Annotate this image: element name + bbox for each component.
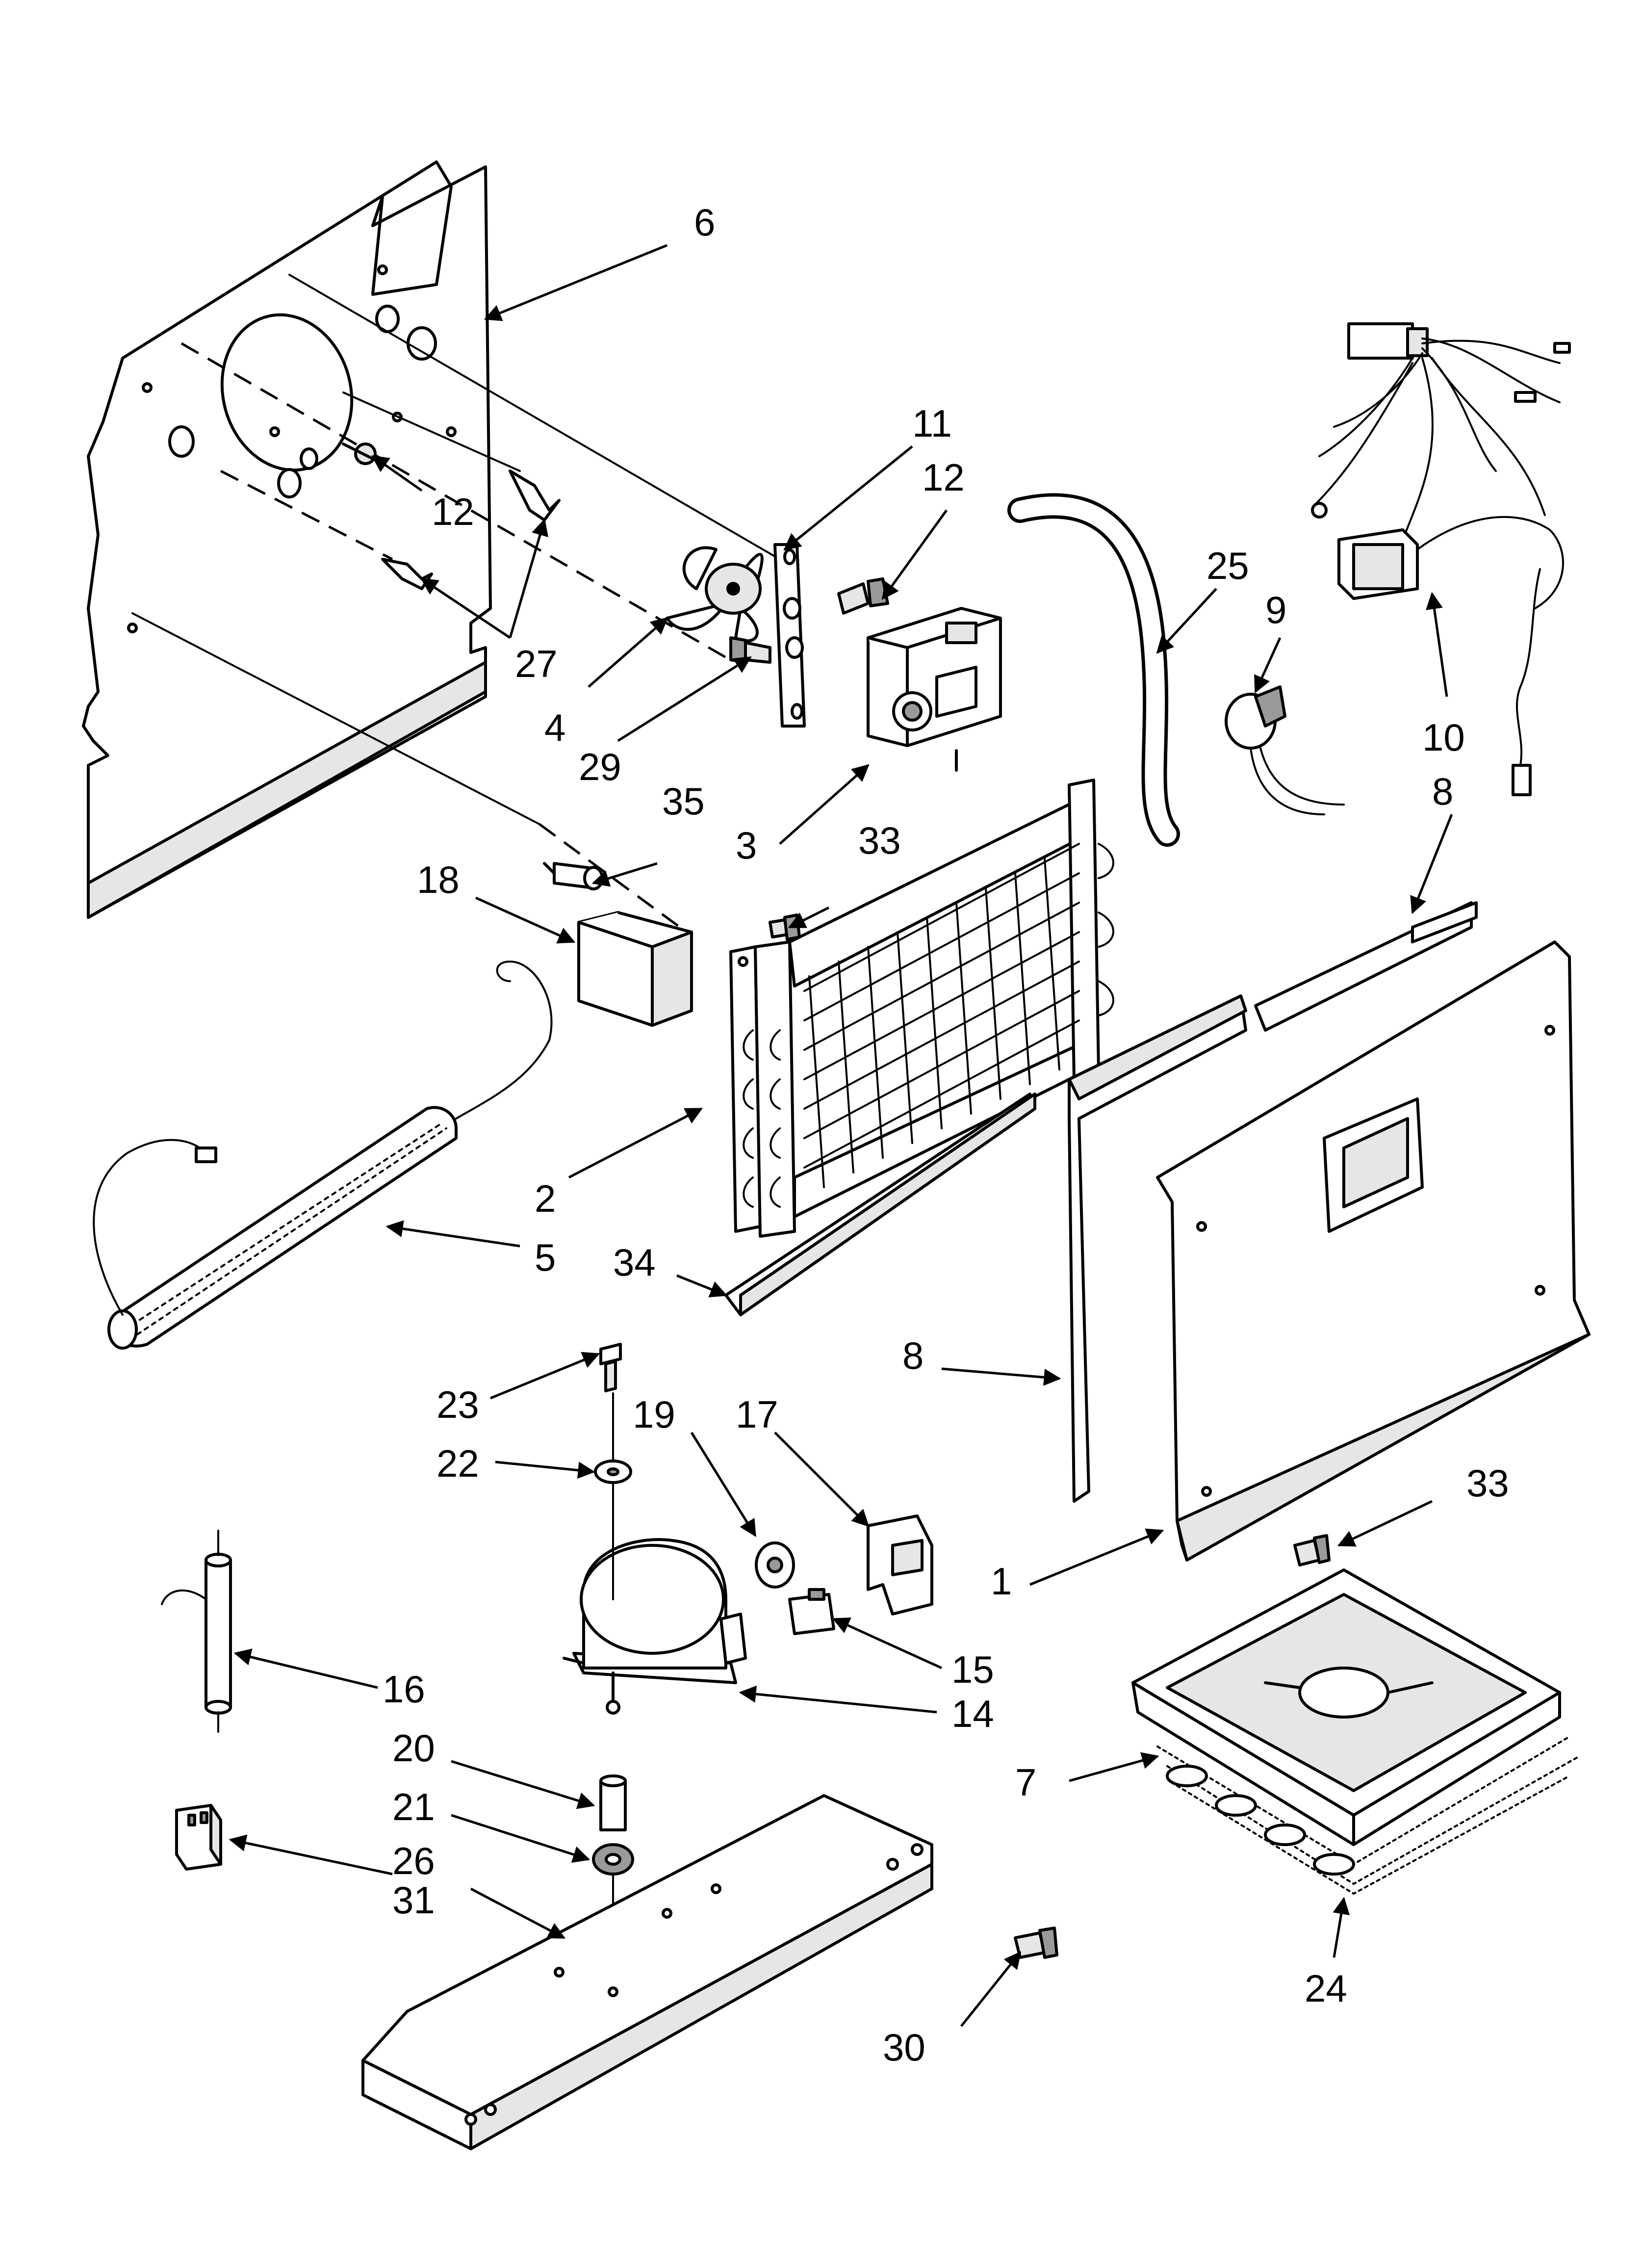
defrost-heater-part-5 bbox=[93, 960, 553, 1350]
start-capacitor-part-31 bbox=[175, 1804, 222, 1871]
screw-part-12-left bbox=[342, 443, 377, 465]
callout-27: 27 bbox=[515, 642, 558, 685]
evaporator-fins bbox=[803, 843, 1080, 1188]
base-plate-part-26 bbox=[361, 1794, 933, 2150]
callout-6: 6 bbox=[694, 201, 715, 244]
callout-16: 16 bbox=[383, 1668, 425, 1711]
side-panel-part-8-left bbox=[1068, 994, 1247, 1503]
sensor-part-35 bbox=[543, 862, 604, 890]
callout-23: 23 bbox=[436, 1383, 479, 1426]
fan-blade-part-4 bbox=[666, 546, 764, 643]
callout-11: 11 bbox=[912, 402, 952, 445]
callout-30: 30 bbox=[883, 2026, 925, 2069]
top-rail-part-8 bbox=[1254, 901, 1478, 1032]
compressor-part-14 bbox=[563, 1538, 747, 1715]
callout-35: 35 bbox=[662, 780, 705, 823]
callout-10: 10 bbox=[1422, 716, 1465, 759]
callout-leaders bbox=[229, 244, 1453, 2027]
callout-17: 17 bbox=[736, 1393, 778, 1436]
callout-12: 12 bbox=[922, 456, 965, 499]
callout-21: 21 bbox=[392, 1785, 435, 1828]
overload-part-19 bbox=[755, 1541, 795, 1589]
callout-8: 8 bbox=[1432, 770, 1453, 813]
callout-26: 26 bbox=[392, 1839, 435, 1882]
callout-33: 33 bbox=[858, 819, 901, 862]
callout-7: 7 bbox=[1015, 1761, 1036, 1804]
grommet-part-21 bbox=[592, 1843, 634, 1876]
callout-12: 12 bbox=[432, 490, 474, 533]
screw-part-33-top bbox=[769, 913, 801, 941]
callout-9: 9 bbox=[1265, 588, 1286, 631]
callout-19: 19 bbox=[633, 1393, 675, 1436]
trim-strip-part-34 bbox=[724, 1093, 1036, 1316]
callout-14: 14 bbox=[951, 1692, 994, 1735]
wire-clips-part-27 bbox=[381, 469, 561, 590]
motor-bracket-part-11 bbox=[773, 543, 806, 728]
callout-25: 25 bbox=[1206, 544, 1249, 587]
callout-8: 8 bbox=[902, 1334, 924, 1377]
callout-20: 20 bbox=[392, 1726, 435, 1770]
wire-harness-part-10 bbox=[1311, 322, 1571, 796]
callout-22: 22 bbox=[436, 1442, 479, 1485]
callout-18: 18 bbox=[417, 858, 460, 901]
pan-heater-part-24 bbox=[1156, 1736, 1580, 1895]
callout-24: 24 bbox=[1305, 1967, 1347, 2010]
callout-29: 29 bbox=[579, 745, 621, 788]
rear-panel-part-6 bbox=[82, 160, 492, 919]
cover-part-18 bbox=[577, 911, 693, 1027]
callout-4: 4 bbox=[544, 706, 565, 749]
front-panel-part-1 bbox=[1156, 940, 1591, 1562]
callout-2: 2 bbox=[535, 1177, 556, 1220]
screw-part-30 bbox=[1014, 1927, 1058, 1959]
screw-part-12-right bbox=[837, 577, 889, 615]
screw-part-33-bottom bbox=[1293, 1534, 1331, 1566]
defrost-thermostat-part-9 bbox=[1225, 685, 1345, 815]
drain-pan-part-7 bbox=[1131, 1568, 1561, 1846]
callout-15: 15 bbox=[951, 1648, 994, 1691]
terminal-cover-part-17 bbox=[867, 1514, 933, 1616]
callout-31: 31 bbox=[392, 1878, 435, 1922]
sleeve-part-20 bbox=[599, 1774, 627, 1831]
callout-3: 3 bbox=[736, 824, 757, 867]
callout-5: 5 bbox=[535, 1236, 556, 1279]
relay-part-15 bbox=[788, 1588, 835, 1635]
evaporator-coil-part-2 bbox=[729, 779, 1114, 1238]
screw-part-23 bbox=[599, 1343, 622, 1392]
evaporator-fan-motor-part-3 bbox=[867, 607, 1002, 772]
assembly-guide-lines bbox=[131, 274, 781, 934]
callout-33: 33 bbox=[1466, 1461, 1509, 1505]
drain-tube-part-25 bbox=[1007, 493, 1180, 847]
callout-34: 34 bbox=[613, 1241, 656, 1284]
callout-labels: 6 11 12 12 25 9 10 27 4 29 35 3 33 18 8 … bbox=[383, 201, 1509, 2069]
callout-1: 1 bbox=[991, 1560, 1012, 1603]
filter-drier-part-16 bbox=[161, 1530, 232, 1733]
washer-part-22 bbox=[594, 1460, 632, 1484]
